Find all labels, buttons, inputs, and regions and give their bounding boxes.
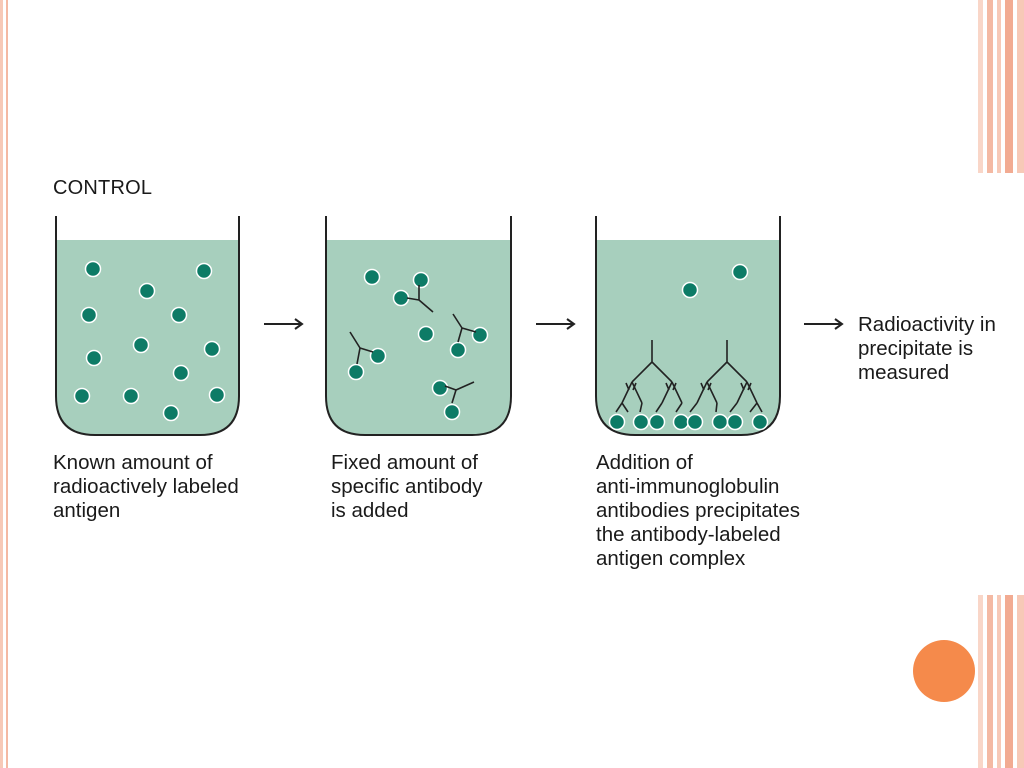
antigen-dot-icon [363, 268, 381, 286]
left-border-stripe [0, 0, 12, 768]
antigen-dot-icon [208, 386, 226, 404]
beaker-1 [55, 216, 240, 436]
antigen-dot-icon [73, 387, 91, 405]
right-arrow-icon [804, 318, 844, 330]
antigen-dot-icon [195, 262, 213, 280]
step-1-caption: Known amount of radioactively labeled an… [53, 451, 239, 522]
antigen-dot-icon [392, 289, 410, 307]
antigen-dot-icon [711, 413, 729, 431]
bound-antigen-group-3 [608, 413, 769, 431]
antigen-dot-icon [431, 379, 449, 397]
antigen-dot-icon [443, 403, 461, 421]
antigen-dot-icon [347, 363, 365, 381]
antigen-group-1 [73, 260, 226, 422]
antibody-icon [406, 285, 434, 313]
antibody-group-2 [349, 285, 477, 404]
antigen-dot-icon [203, 340, 221, 358]
antigen-dot-icon [681, 281, 699, 299]
antigen-dot-icon [751, 413, 769, 431]
beaker-outline-1 [55, 216, 240, 436]
antigen-dot-icon [417, 325, 435, 343]
beaker-2 [325, 216, 512, 436]
right-border-stripes-top [978, 0, 1024, 173]
antigen-dot-icon [726, 413, 744, 431]
antigen-dot-icon [672, 413, 690, 431]
beaker-outline-3 [595, 216, 781, 436]
antigen-dot-icon [122, 387, 140, 405]
antigen-dot-icon [686, 413, 704, 431]
antigen-dot-icon [369, 347, 387, 365]
antigen-dot-icon [84, 260, 102, 278]
free-antigen-group-3 [681, 263, 749, 299]
antibody-icon [452, 313, 477, 343]
antigen-dot-icon [132, 336, 150, 354]
fluid-3 [596, 240, 780, 435]
antibody-icon [349, 331, 374, 365]
step-2-caption: Fixed amount of specific antibody is add… [331, 451, 483, 522]
antigen-dot-icon [162, 404, 180, 422]
antigen-dot-icon [632, 413, 650, 431]
antigen-dot-icon [731, 263, 749, 281]
antigen-dot-icon [449, 341, 467, 359]
antigen-dot-icon [138, 282, 156, 300]
diagram-title: CONTROL [53, 177, 153, 199]
antigen-dot-icon [170, 306, 188, 324]
antigen-dot-icon [412, 271, 430, 289]
beaker-3 [595, 216, 781, 436]
beaker-outline-2 [325, 216, 512, 436]
right-arrow-icon [536, 318, 576, 330]
antigen-dot-icon [80, 306, 98, 324]
antigen-dot-icon [648, 413, 666, 431]
result-caption: Radioactivity in precipitate is measured [858, 313, 996, 384]
right-arrow-icon [264, 318, 304, 330]
orange-circle-decoration [913, 640, 975, 702]
step-3-caption: Addition of anti-immunoglobulin antibodi… [596, 451, 800, 570]
antigen-dot-icon [85, 349, 103, 367]
antibody-icon [444, 381, 475, 404]
antigen-dot-icon [608, 413, 626, 431]
antigen-dot-icon [471, 326, 489, 344]
antigen-group-2 [347, 268, 489, 421]
right-border-stripes-bottom [978, 595, 1024, 768]
precipitate-lattice [615, 340, 763, 413]
antigen-dot-icon [172, 364, 190, 382]
